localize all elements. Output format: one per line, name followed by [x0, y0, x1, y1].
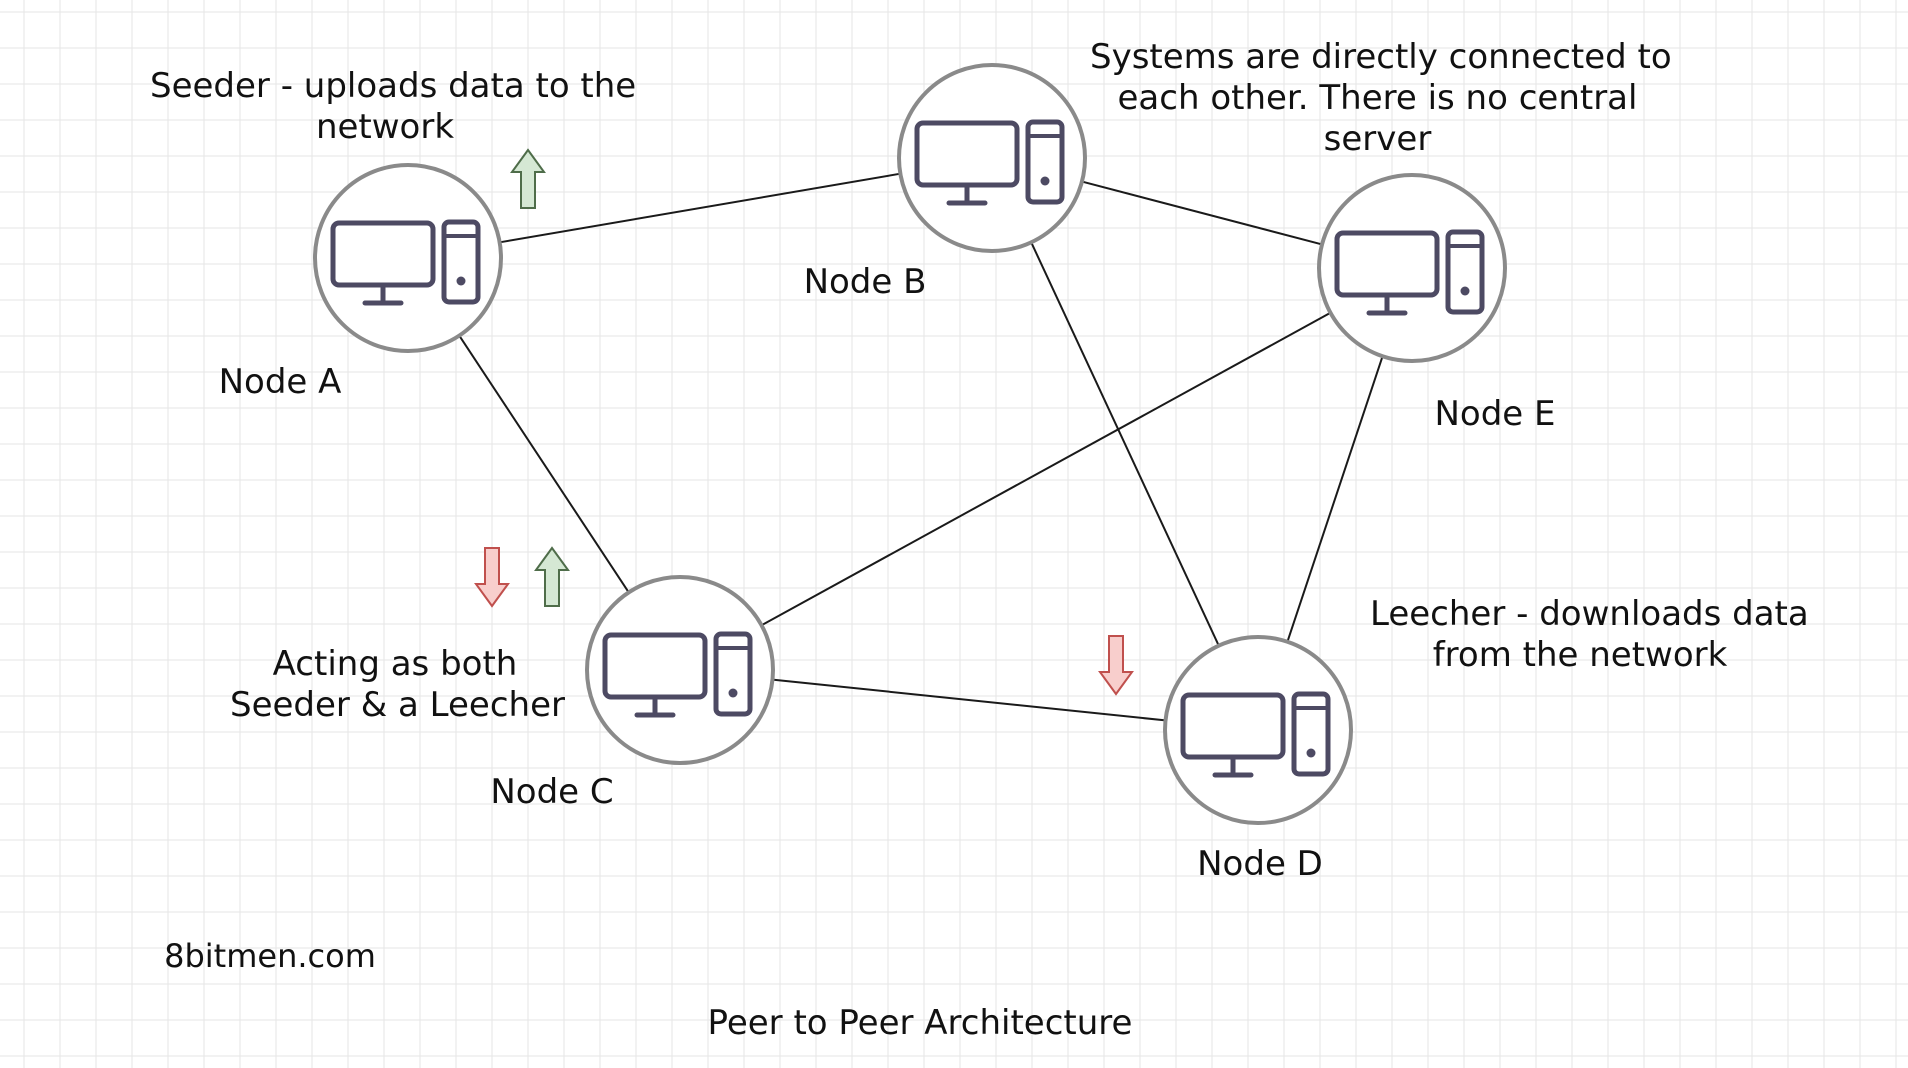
node-e [1317, 173, 1507, 363]
node-d [1163, 635, 1353, 825]
node-circle [1163, 635, 1353, 825]
edge-e-d [1286, 355, 1384, 643]
download-arrow-icon [1098, 635, 1134, 696]
systems-annotation-line3: server [1323, 118, 1432, 159]
node-layer [313, 63, 1507, 825]
upload-arrow-icon [510, 148, 546, 209]
node-b-label: Node B [803, 262, 927, 302]
seeder-annotation-line1: Seeder - uploads data to the [150, 66, 637, 106]
watermark: 8bitmen.com [164, 937, 376, 975]
both-annotation-line2: Seeder & a Leecher [230, 684, 565, 725]
computer-icon [602, 631, 753, 718]
node-c-label: Node C [490, 772, 614, 812]
leecher-annotation-line1: Leecher - downloads data [1370, 594, 1809, 634]
node-e-label: Node E [1434, 394, 1556, 434]
tower-power-dot [1460, 286, 1470, 296]
both-annotation-line1: Acting as both [272, 644, 518, 684]
tower-shape [441, 219, 481, 305]
edge-c-e [761, 311, 1331, 627]
edge-layer [458, 172, 1384, 722]
leecher-annotation-line2: from the network [1432, 634, 1728, 675]
node-circle [897, 63, 1087, 253]
tower-shape [1291, 691, 1331, 777]
node-circle [1317, 173, 1507, 363]
tower-power-dot [1306, 748, 1316, 758]
tower-shape [1445, 229, 1485, 315]
node-a-label: Node A [218, 362, 342, 402]
leecher-annotation: Leecher - downloads data from the networ… [1370, 594, 1809, 676]
upload-arrow-icon [534, 546, 570, 607]
node-c [585, 575, 775, 765]
seeder-annotation: Seeder - uploads data to the network [150, 66, 637, 148]
node-d-label: Node D [1197, 844, 1323, 884]
node-b [897, 63, 1087, 253]
edge-a-c [458, 335, 630, 593]
node-a [313, 163, 503, 353]
arrow-layer [474, 148, 1134, 696]
node-circle [585, 575, 775, 765]
systems-annotation-line2: each other. There is no central [1117, 77, 1638, 118]
computer-icon [330, 219, 481, 306]
tower-power-dot [1040, 176, 1050, 186]
edge-b-e [1081, 180, 1323, 246]
tower-shape [1025, 119, 1065, 205]
tower-power-dot [728, 688, 738, 698]
edge-b-d [1030, 241, 1220, 647]
tower-shape [713, 631, 753, 717]
tower-power-dot [456, 276, 466, 286]
seeder-annotation-line2: network [315, 106, 455, 147]
both-annotation: Acting as both Seeder & a Leecher [230, 644, 565, 726]
edge-a-b [499, 172, 901, 244]
computer-icon [1334, 229, 1485, 316]
download-arrow-icon [474, 547, 510, 608]
systems-annotation-line1: Systems are directly connected to [1090, 37, 1672, 77]
computer-icon [1180, 691, 1331, 778]
systems-annotation: Systems are directly connected to each o… [1090, 37, 1672, 159]
diagram-title: Peer to Peer Architecture [707, 1003, 1133, 1043]
edge-c-d [772, 678, 1166, 722]
node-circle [313, 163, 503, 353]
computer-icon [914, 119, 1065, 206]
